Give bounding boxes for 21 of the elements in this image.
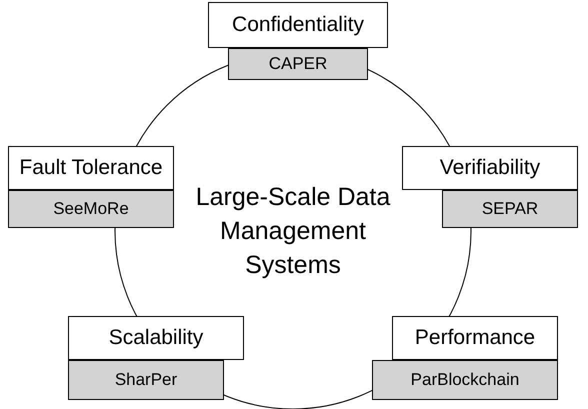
system-label: SharPer [114,369,178,392]
property-box [208,2,388,48]
property-box [392,316,558,360]
system-label: ParBlockchain [410,369,520,392]
center-title: Large-Scale Data Management Systems [173,180,413,282]
system-label: SeeMoRe [53,198,129,220]
system-box [68,360,224,400]
property-box [68,316,244,360]
system-label: CAPER [268,53,328,76]
property-label: Confidentiality [232,12,364,38]
property-box [402,146,578,190]
property-label: Verifiability [440,155,540,182]
system-box [8,190,174,228]
property-label: Fault Tolerance [19,155,163,182]
system-label: SEPAR [482,198,538,220]
system-box [228,48,368,80]
system-box [372,360,558,400]
property-box [8,146,174,190]
property-label: Scalability [108,325,204,352]
property-label: Performance [414,325,536,352]
system-box [442,190,578,228]
